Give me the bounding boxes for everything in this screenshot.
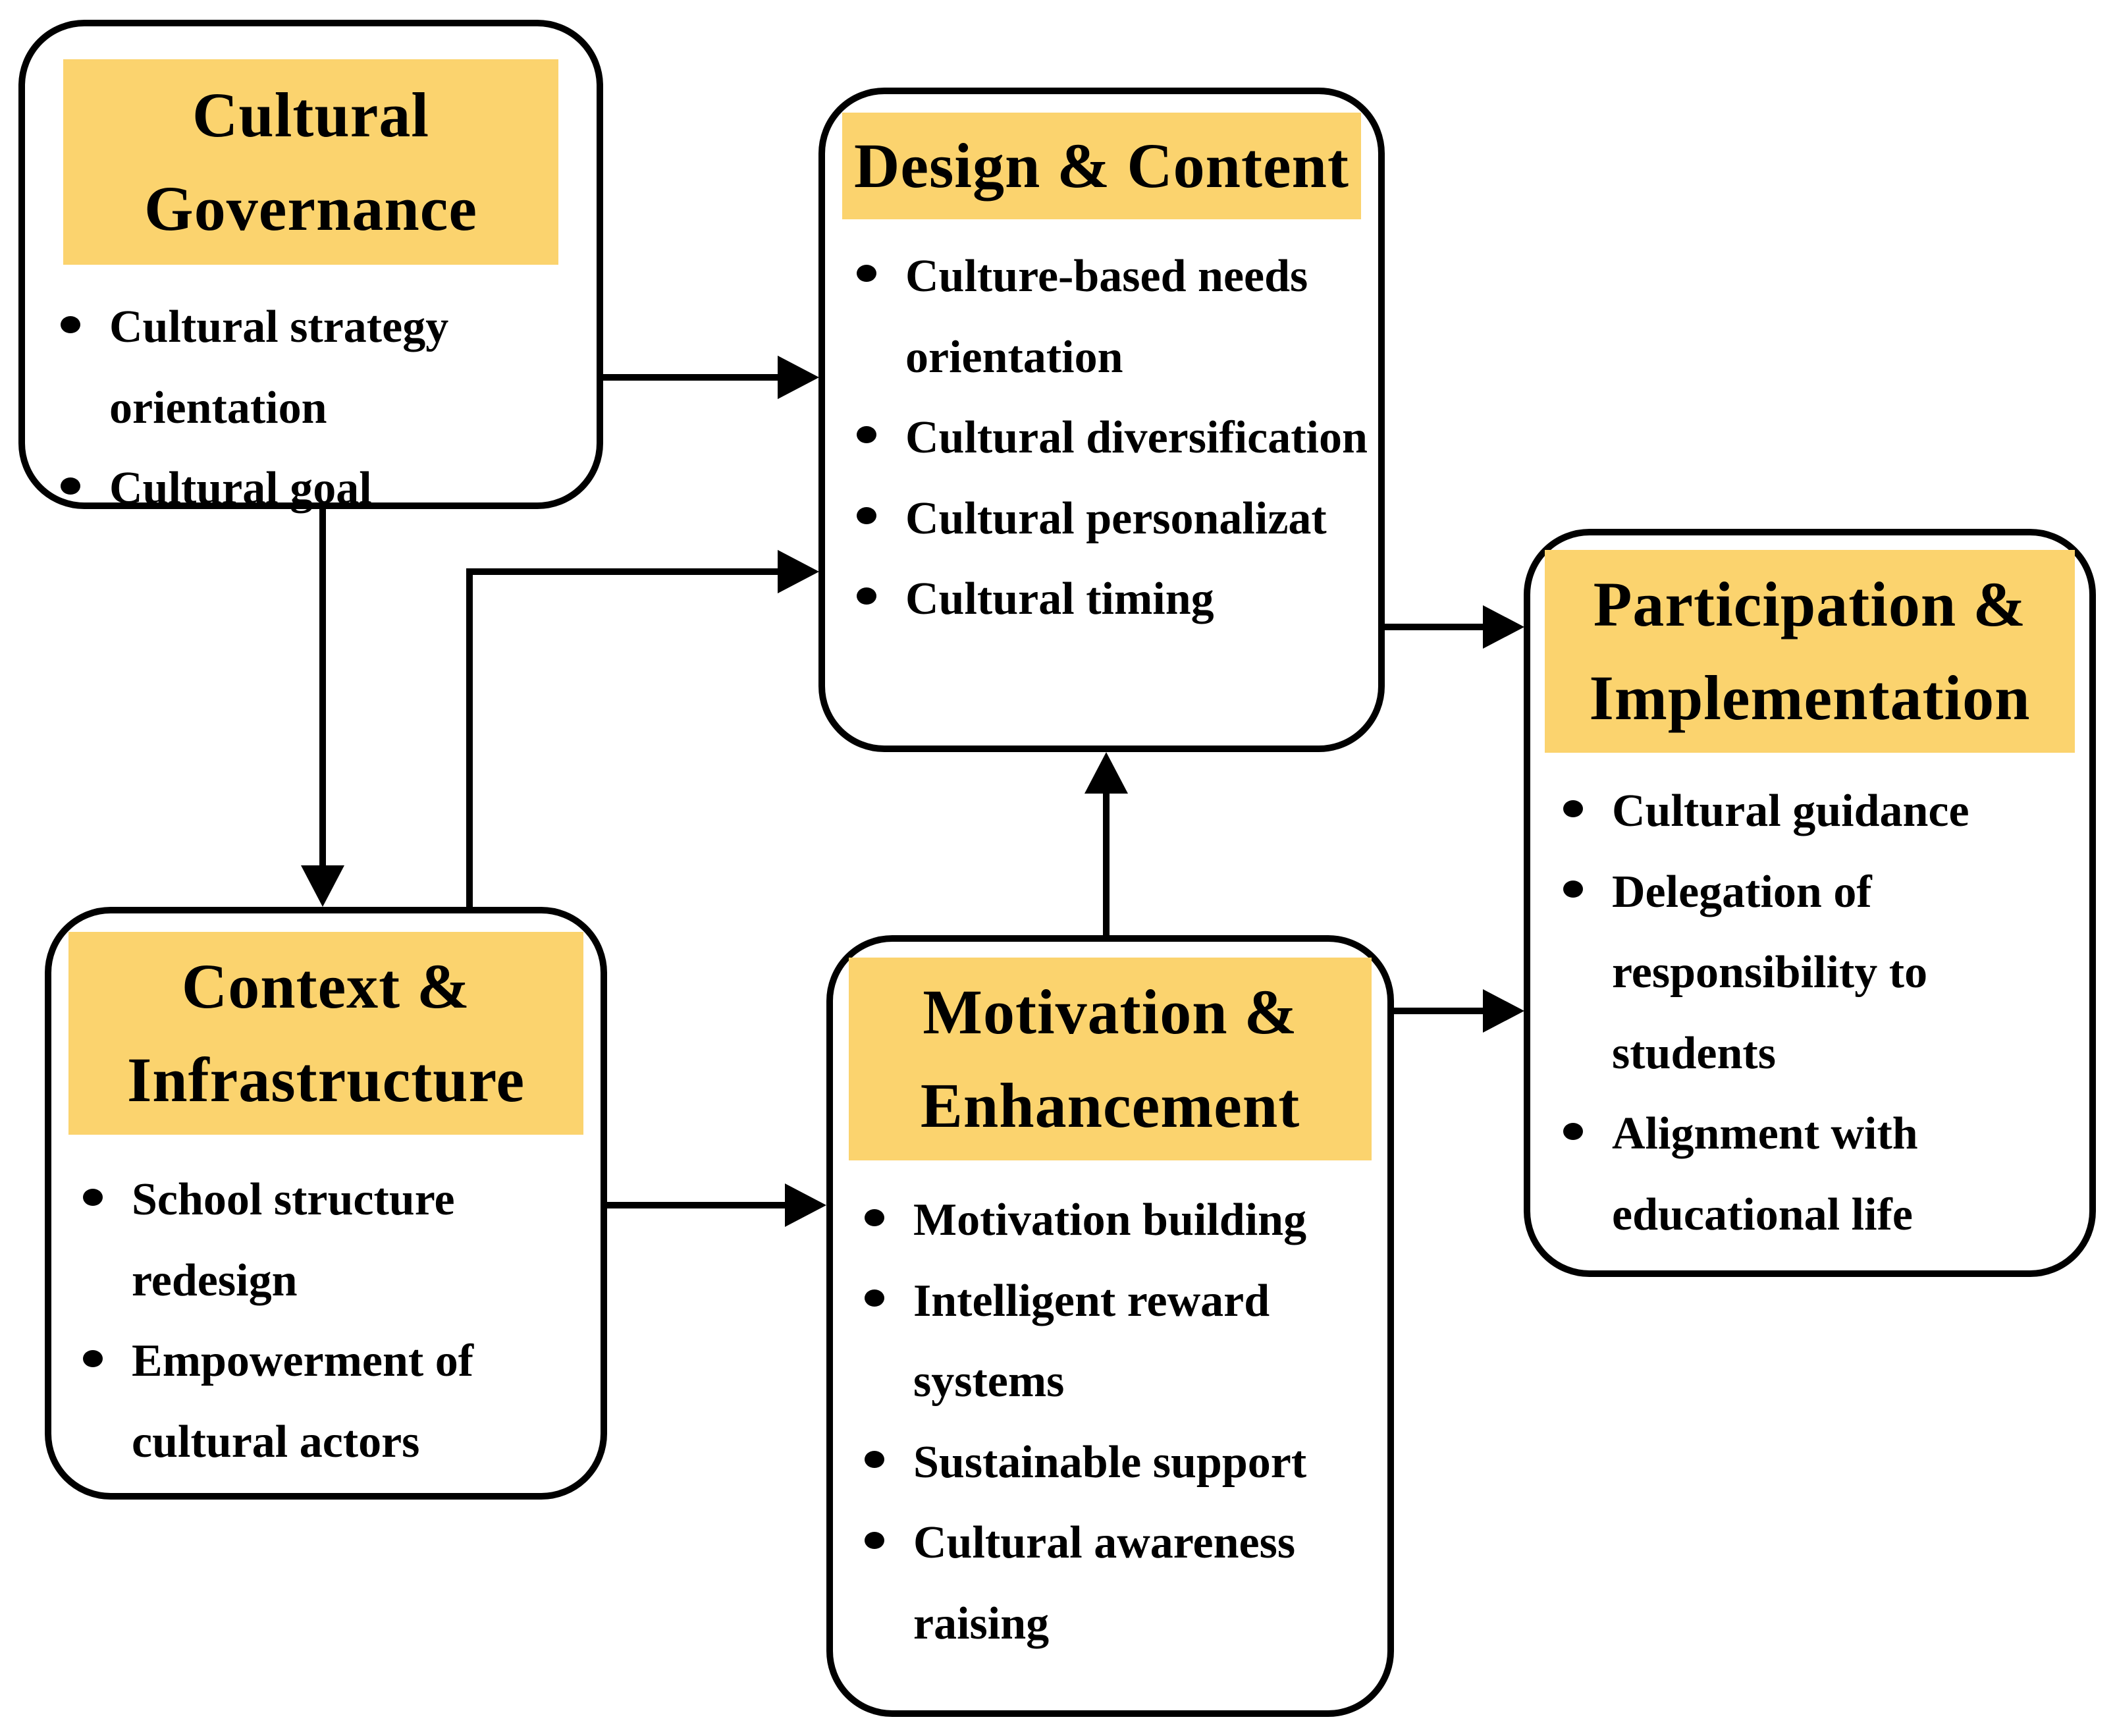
arrow-head-icon (1084, 752, 1128, 794)
list-item: Motivation building (865, 1180, 1385, 1261)
node-context-infrastructure: Context & Infrastructure School structur… (45, 907, 607, 1500)
list-item: Delegation of responsibility to students (1563, 852, 2083, 1095)
node-title-cultural-governance: Cultural Governance (63, 59, 558, 265)
node-cultural-governance: Cultural Governance Cultural strategy or… (18, 20, 603, 514)
arrow-head-icon (778, 550, 819, 593)
list-item: Cultural guidance (1563, 771, 2083, 852)
arrow-shaft (1103, 792, 1110, 935)
arrow-shaft (603, 374, 779, 381)
list-item: Cultural awareness raising (865, 1503, 1385, 1664)
node-title-design-content: Design & Content (842, 113, 1361, 220)
node-title-context-infrastructure: Context & Infrastructure (68, 932, 583, 1135)
arrow-shaft (319, 509, 326, 867)
list-item: Cultural strategy orientation (61, 287, 579, 448)
arrow-shaft (466, 568, 473, 907)
node-design-content: Design & Content Culture-based needs ori… (818, 88, 1385, 752)
arrow-head-icon (301, 865, 344, 907)
list-item: Intelligent reward systems (865, 1261, 1385, 1423)
list-item: Cultural goal (61, 448, 579, 529)
node-items-participation-implementation: Cultural guidance Delegation of responsi… (1530, 771, 2089, 1255)
node-items-context-infrastructure: School structure redesign Empowerment of… (51, 1160, 601, 1482)
arrow-head-icon (1483, 605, 1524, 649)
arrow-head-icon (1483, 989, 1524, 1033)
arrow-head-icon (785, 1183, 826, 1227)
node-items-cultural-governance: Cultural strategy orientation Cultural g… (25, 287, 597, 529)
node-participation-implementation: Participation & Implementation Cultural … (1524, 529, 2096, 1277)
list-item: Cultural timing (857, 559, 1376, 640)
node-motivation-enhancement: Motivation & Enhancement Motivation buil… (826, 935, 1394, 1717)
list-item: Alignment with educational life (1563, 1094, 2083, 1255)
arrow-shaft (1394, 1008, 1484, 1014)
arrow-shaft (607, 1202, 786, 1208)
arrow-head-icon (778, 356, 819, 399)
list-item: School structure redesign (83, 1160, 587, 1321)
node-title-motivation-enhancement: Motivation & Enhancement (849, 958, 1372, 1161)
list-item: Culture-based needs orientation (857, 236, 1376, 398)
arrow-shaft (1385, 624, 1484, 630)
node-title-participation-implementation: Participation & Implementation (1545, 550, 2075, 753)
node-items-design-content: Culture-based needs orientation Cultural… (825, 236, 1378, 640)
list-item: Empowerment of cultural actors (83, 1321, 587, 1482)
node-items-motivation-enhancement: Motivation building Intelligent reward s… (833, 1180, 1387, 1664)
list-item: Cultural personalizat (857, 479, 1376, 560)
list-item: Sustainable support (865, 1423, 1385, 1504)
list-item: Cultural diversification (857, 398, 1376, 479)
arrow-shaft (466, 568, 779, 575)
